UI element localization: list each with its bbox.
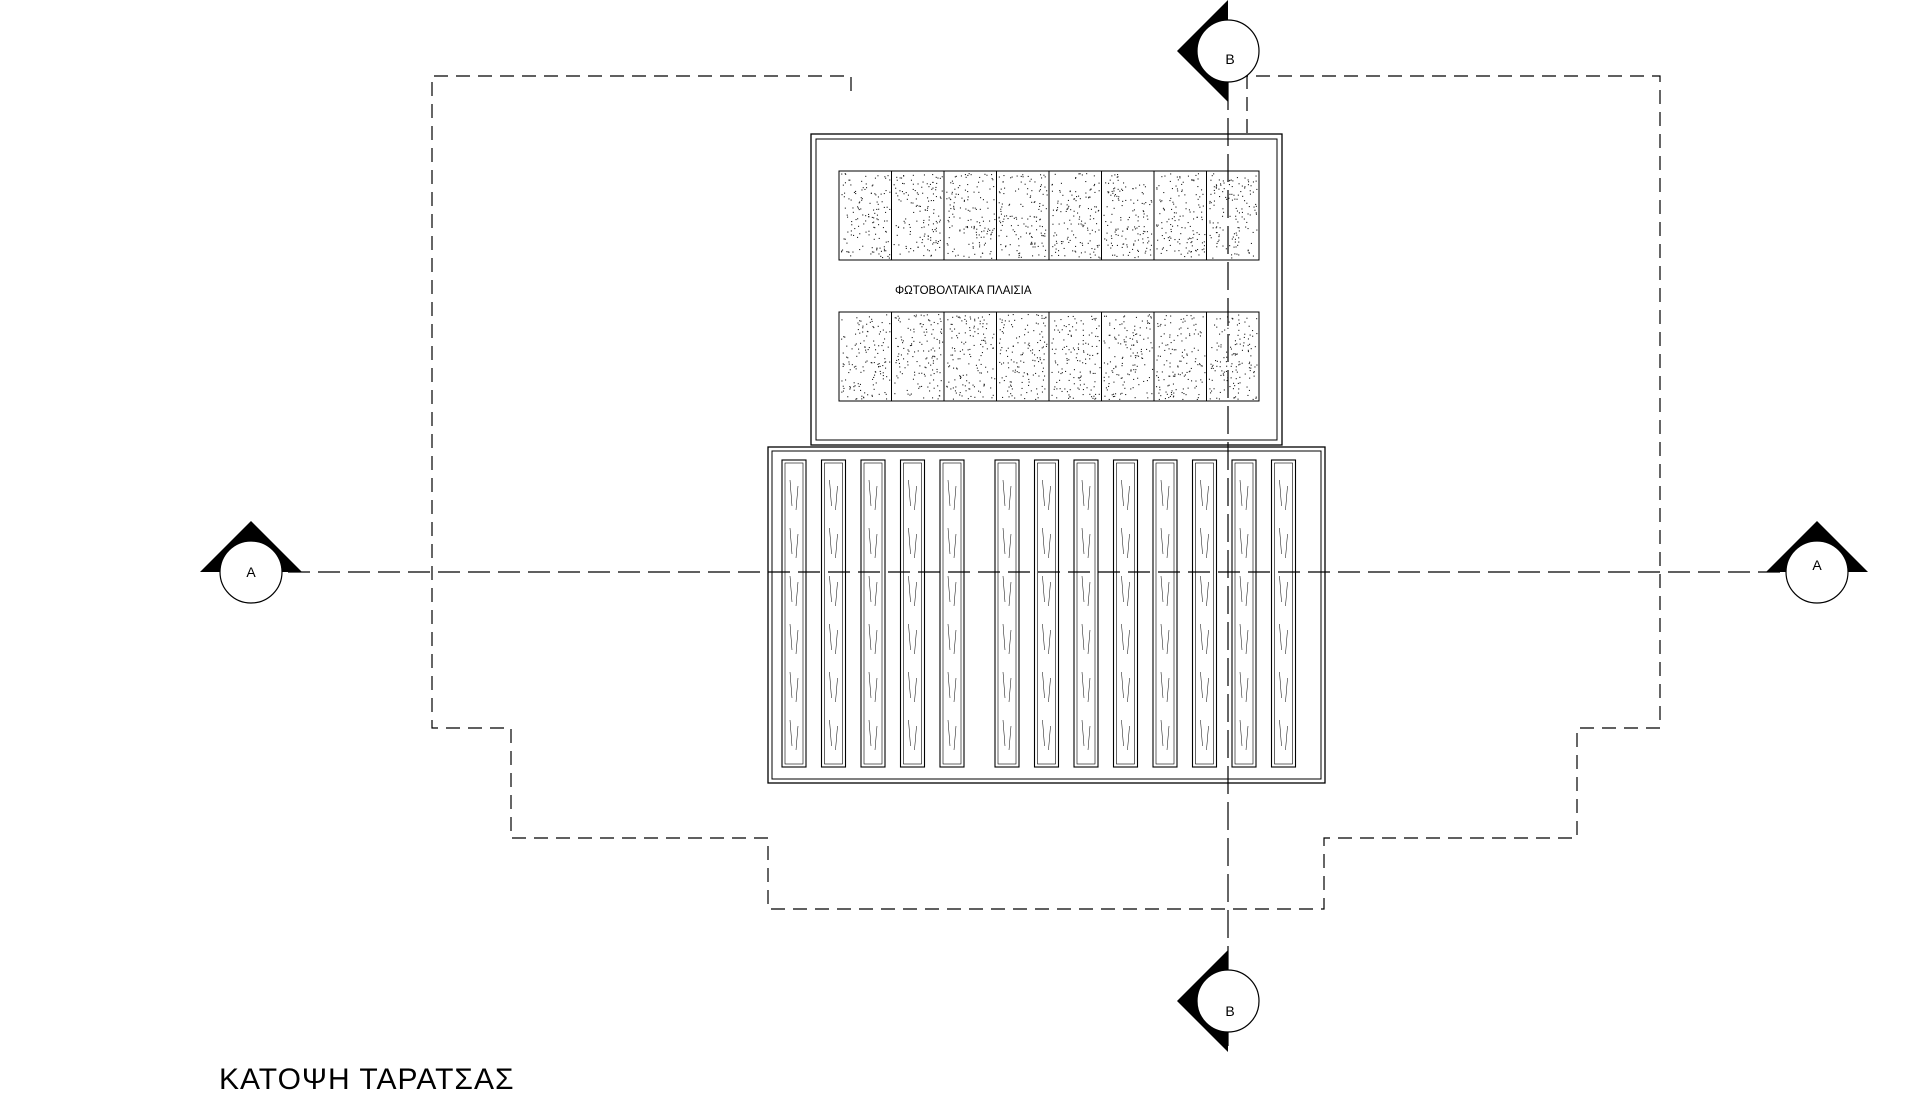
pergola-slat <box>939 459 965 768</box>
section-marker-b-bottom-label: B <box>1225 1003 1234 1019</box>
pv-panel <box>1101 311 1155 402</box>
pv-panel-array <box>838 170 1260 402</box>
pv-panel <box>1048 311 1102 402</box>
pergola-slat <box>1231 459 1257 768</box>
pergola-slat <box>1152 459 1178 768</box>
pergola-slat <box>1270 459 1297 768</box>
pv-panel <box>1153 170 1207 261</box>
pergola-slat <box>820 459 847 768</box>
building-outline-dashed <box>431 75 1661 910</box>
pv-panel <box>891 170 945 261</box>
section-marker-a-right: A <box>1766 521 1868 604</box>
pergola-slat <box>994 459 1020 768</box>
pergola-slat <box>899 459 926 768</box>
pv-panel <box>996 311 1050 402</box>
section-marker-b-top-label: B <box>1225 51 1234 67</box>
section-marker-a-right-label: A <box>1812 557 1822 573</box>
pergola-slat <box>781 459 807 768</box>
section-marker-a-left: A <box>200 521 302 604</box>
pv-panel <box>838 170 892 261</box>
pv-panel <box>1153 311 1207 402</box>
pv-area-inner-frame <box>815 138 1278 441</box>
pergola-slat <box>1033 459 1060 768</box>
pergola-slat <box>1191 459 1218 768</box>
section-marker-b-top: B <box>1177 0 1260 102</box>
pergola-inner-frame <box>771 450 1322 780</box>
section-marker-b-bottom: B <box>1177 950 1260 1052</box>
drawing-title: ΚΑΤΟΨΗ ΤΑΡΑΤΣΑΣ <box>219 1063 515 1096</box>
pergola-outer-frame <box>767 446 1326 784</box>
pv-panel <box>996 170 1050 261</box>
pv-label: ΦΩΤΟΒΟΛΤΑΙΚΑ ΠΛΑΙΣΙΑ <box>895 285 1032 297</box>
pv-panel <box>891 311 945 402</box>
pv-panel <box>943 311 997 402</box>
pv-panel <box>1206 311 1260 402</box>
pv-panel <box>838 311 892 402</box>
pergola-slats <box>781 459 1297 768</box>
pv-panel <box>1048 170 1102 261</box>
pergola-slat <box>1112 459 1139 768</box>
pv-panel <box>943 170 997 261</box>
pv-panel <box>1101 170 1155 261</box>
section-marker-a-left-label: A <box>246 564 256 580</box>
pergola-slat <box>860 459 886 768</box>
pergola-slat <box>1073 459 1099 768</box>
pv-area-outer-frame <box>810 133 1283 446</box>
pv-panel <box>1206 170 1260 261</box>
